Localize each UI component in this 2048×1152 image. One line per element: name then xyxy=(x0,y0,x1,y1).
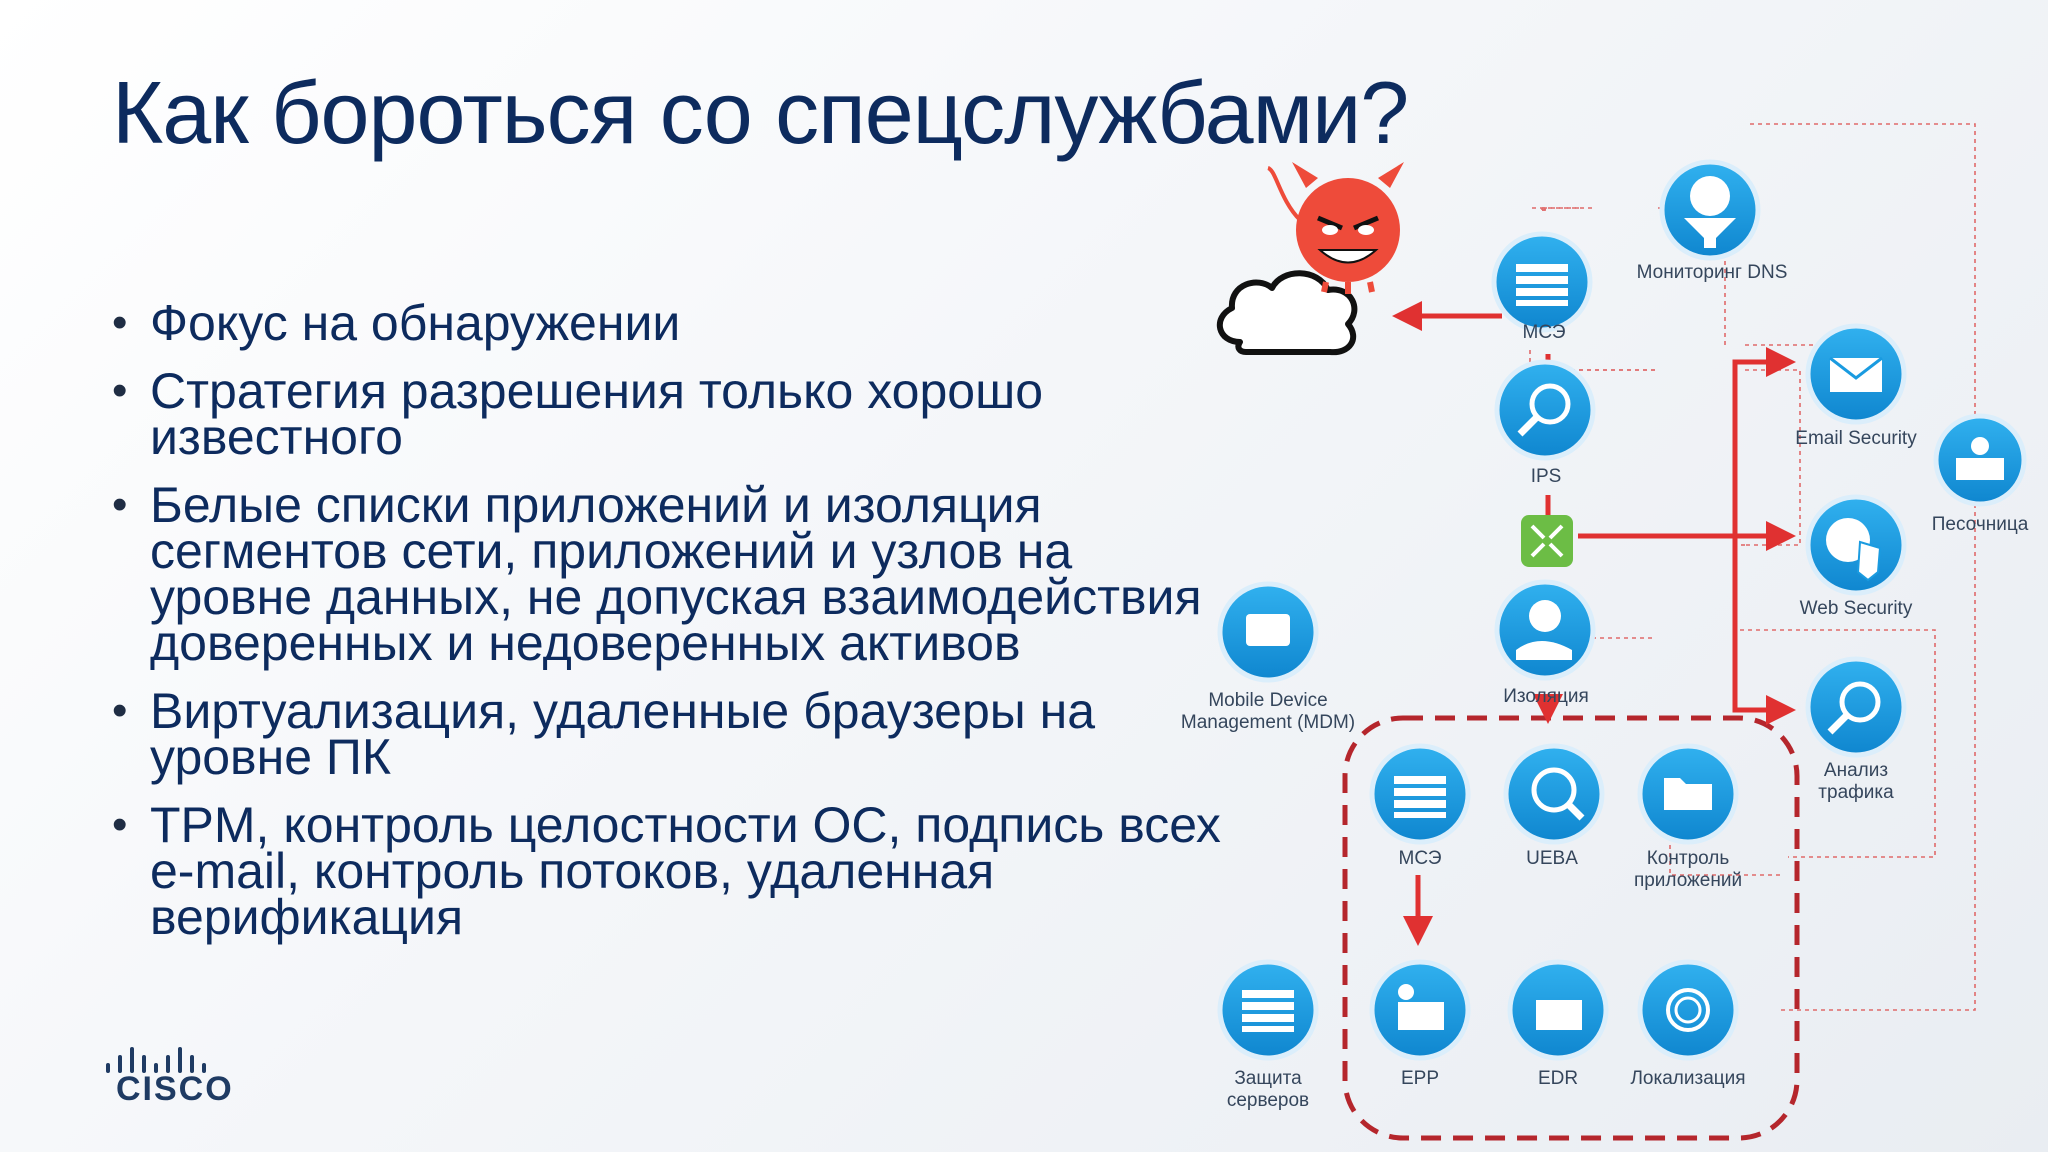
label-ips: IPS xyxy=(1530,466,1562,487)
node-app-control[interactable] xyxy=(1637,743,1739,845)
label-web-security: Web Security xyxy=(1799,598,1913,619)
bullet-item: Белые списки приложений и изоляция сегме… xyxy=(112,480,1232,668)
label-mdm: Mobile Device Management (MDM) xyxy=(1180,690,1356,733)
label-epp: EPP xyxy=(1400,1068,1440,1089)
label-traffic-analysis: Анализ трафика xyxy=(1818,760,1894,803)
security-architecture-diagram xyxy=(1216,123,2027,1141)
firewall-icon xyxy=(1516,264,1568,306)
firewall-icon xyxy=(1394,776,1446,818)
bullet-item: Фокус на обнаружении xyxy=(112,298,1232,348)
label-server-protection: Защита серверов xyxy=(1226,1068,1310,1111)
laptop-shield-icon xyxy=(1536,1000,1582,1030)
node-firewall-top[interactable] xyxy=(1491,231,1593,333)
switch-arrows-icon xyxy=(1530,524,1564,558)
ueba-magnifier-icon xyxy=(1531,767,1577,813)
node-traffic-analysis[interactable] xyxy=(1805,656,1907,758)
label-firewall-top: МСЭ xyxy=(1522,322,1566,343)
label-isolation: Изоляция xyxy=(1503,686,1589,707)
laptop-key-icon xyxy=(1398,1002,1444,1030)
label-dns-monitoring: Мониторинг DNS xyxy=(1636,262,1788,283)
app-folder-icon xyxy=(1664,778,1712,810)
mobile-devices-icon xyxy=(1246,614,1290,646)
magnifier-icon xyxy=(1529,383,1571,425)
bullet-list: Фокус на обнаружении Стратегия разрешени… xyxy=(112,298,1232,962)
cloud-icon xyxy=(1216,270,1358,356)
traffic-magnifier-icon xyxy=(1839,681,1881,723)
label-edr: EDR xyxy=(1537,1068,1579,1089)
binary-hand-icon xyxy=(1516,641,1572,660)
node-isolation[interactable] xyxy=(1494,579,1596,681)
node-email-security[interactable] xyxy=(1805,323,1907,425)
node-ips[interactable] xyxy=(1494,359,1596,461)
node-epp[interactable] xyxy=(1369,959,1471,1061)
label-email-security: Email Security xyxy=(1795,428,1917,449)
label-firewall-inner: МСЭ xyxy=(1398,848,1442,869)
globe-funnel-icon xyxy=(1690,176,1730,216)
node-edr[interactable] xyxy=(1507,959,1609,1061)
server-shield-icon xyxy=(1242,990,1294,1032)
cisco-logo-icon xyxy=(106,1047,206,1073)
label-sandbox: Песочница xyxy=(1931,514,2029,535)
node-firewall-inner[interactable] xyxy=(1369,743,1471,845)
label-app-control: Контроль приложений xyxy=(1633,848,1743,891)
label-localization: Локализация xyxy=(1630,1068,1746,1089)
node-localization[interactable] xyxy=(1637,959,1739,1061)
label-ueba: UEBA xyxy=(1526,848,1578,869)
sandbox-bug-icon xyxy=(1956,458,2004,480)
node-server-protection[interactable] xyxy=(1217,959,1319,1061)
dotted-connections xyxy=(1529,123,1976,1011)
node-dns-monitoring[interactable] xyxy=(1659,159,1761,261)
fingerprint-icon xyxy=(1666,988,1710,1032)
bullet-item: Стратегия разрешения только хорошо извес… xyxy=(112,366,1232,462)
node-switch[interactable] xyxy=(1521,515,1573,567)
node-web-security[interactable] xyxy=(1805,494,1907,596)
node-mdm[interactable] xyxy=(1217,581,1319,683)
bullet-item: TPM, контроль целостности ОС, подпись вс… xyxy=(112,800,1232,942)
isolation-zone-boundary xyxy=(1342,715,1800,1141)
node-sandbox[interactable] xyxy=(1933,413,2027,507)
threat-devil-icon xyxy=(1266,162,1404,294)
node-ueba[interactable] xyxy=(1503,743,1605,845)
cisco-logo-text: CISCO xyxy=(116,1070,234,1108)
bullet-item: Виртуализация, удаленные браузеры на уро… xyxy=(112,686,1232,782)
slide-title: Как бороться со спецслужбами? xyxy=(112,63,1409,162)
